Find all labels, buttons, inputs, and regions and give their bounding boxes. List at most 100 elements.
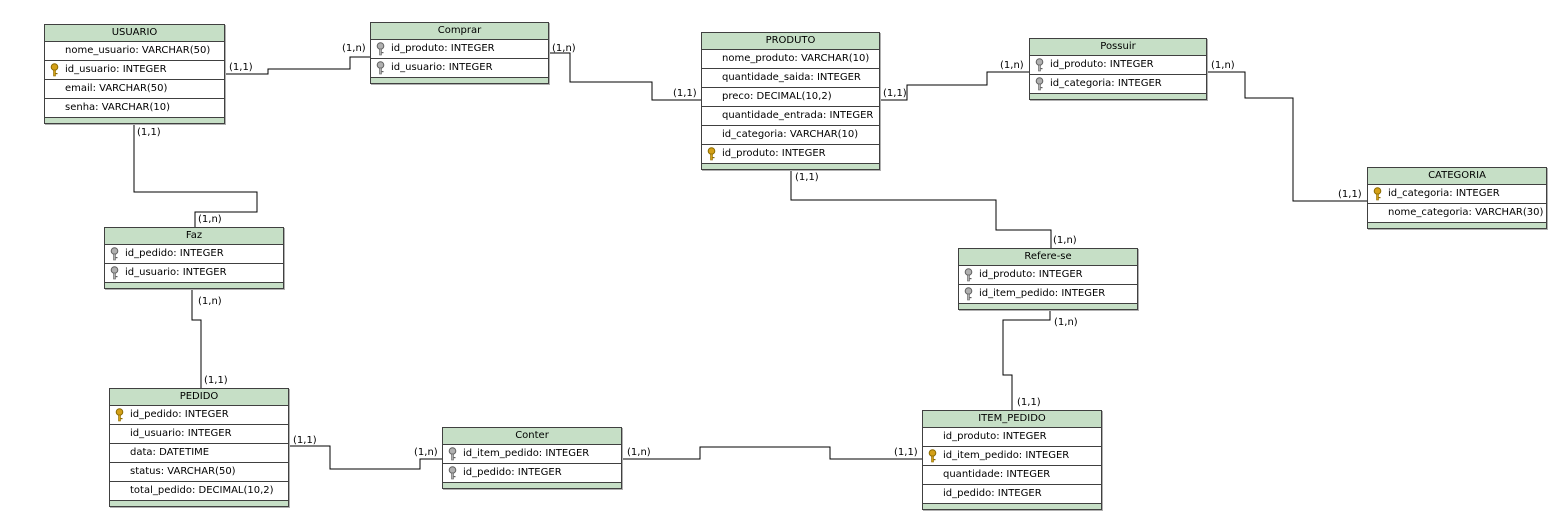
entity-footer — [45, 118, 224, 123]
cardinality-label: (1,1) — [883, 88, 907, 99]
cardinality-label: (1,n) — [1054, 317, 1078, 328]
entity-footer — [959, 304, 1137, 309]
cardinality-label: (1,n) — [198, 296, 222, 307]
attribute-row: id_categoria: VARCHAR(10) — [702, 126, 879, 145]
attribute-row: id_categoria: INTEGER — [1030, 75, 1206, 94]
entity-title: CATEGORIA — [1368, 168, 1546, 185]
attribute-row: id_produto: INTEGER — [371, 40, 548, 59]
entity-categoria[interactable]: CATEGORIA id_categoria: INTEGER nome_cat… — [1367, 167, 1547, 229]
attribute-row: id_pedido: INTEGER — [105, 245, 283, 264]
entity-footer — [702, 164, 879, 169]
cardinality-label: (1,n) — [414, 447, 438, 458]
cardinality-label: (1,1) — [229, 62, 253, 73]
entity-footer — [105, 283, 283, 288]
foreign-key-icon — [1035, 77, 1044, 91]
entity-footer — [923, 504, 1101, 509]
cardinality-label: (1,n) — [1053, 235, 1077, 246]
attribute-row: status: VARCHAR(50) — [110, 463, 288, 482]
entity-footer — [1368, 223, 1546, 228]
entity-footer — [371, 78, 548, 83]
attribute-row: id_usuario: INTEGER — [105, 264, 283, 283]
relation-title: Refere-se — [959, 249, 1137, 266]
attribute-row: id_produto: INTEGER — [923, 428, 1101, 447]
cardinality-label: (1,n) — [342, 43, 366, 54]
relation-conter[interactable]: Conter id_item_pedido: INTEGER id_pedido… — [442, 427, 622, 489]
attribute-row: preco: DECIMAL(10,2) — [702, 88, 879, 107]
primary-key-icon — [115, 408, 124, 422]
relation-title: Possuir — [1030, 39, 1206, 56]
line-usuario-faz — [133, 122, 258, 227]
attribute-row: quantidade_entrada: INTEGER — [702, 107, 879, 126]
foreign-key-icon — [110, 266, 119, 280]
entity-footer — [110, 501, 288, 506]
attribute-row: id_produto: INTEGER — [1030, 56, 1206, 75]
line-possuir-categoria — [1205, 71, 1367, 202]
cardinality-label: (1,1) — [293, 435, 317, 446]
relation-comprar[interactable]: Comprar id_produto: INTEGER id_usuario: … — [370, 22, 549, 84]
cardinality-label: (1,1) — [204, 375, 228, 386]
attribute-row: id_usuario: INTEGER — [45, 61, 224, 80]
attribute-row: nome_usuario: VARCHAR(50) — [45, 42, 224, 61]
primary-key-icon — [50, 63, 59, 77]
attribute-row: id_produto: INTEGER — [702, 145, 879, 164]
attribute-row: id_pedido: INTEGER — [443, 464, 621, 483]
relation-possuir[interactable]: Possuir id_produto: INTEGER id_categoria… — [1029, 38, 1207, 100]
entity-footer — [1030, 94, 1206, 99]
cardinality-label: (1,n) — [198, 214, 222, 225]
attribute-row: id_categoria: INTEGER — [1368, 185, 1546, 204]
attribute-row: email: VARCHAR(50) — [45, 80, 224, 99]
foreign-key-icon — [376, 61, 385, 75]
attribute-row: id_pedido: INTEGER — [110, 406, 288, 425]
cardinality-label: (1,n) — [1000, 60, 1024, 71]
attribute-row: id_item_pedido: INTEGER — [443, 445, 621, 464]
cardinality-label: (1,n) — [627, 447, 651, 458]
entity-produto[interactable]: PRODUTO nome_produto: VARCHAR(10) quanti… — [701, 32, 880, 170]
attribute-row: total_pedido: DECIMAL(10,2) — [110, 482, 288, 501]
foreign-key-icon — [1035, 58, 1044, 72]
attribute-row: id_produto: INTEGER — [959, 266, 1137, 285]
relation-faz[interactable]: Faz id_pedido: INTEGER id_usuario: INTEG… — [104, 227, 284, 289]
attribute-row: id_item_pedido: INTEGER — [959, 285, 1137, 304]
line-usuario-comprar — [223, 56, 370, 75]
attribute-row: senha: VARCHAR(10) — [45, 99, 224, 118]
cardinality-label: (1,1) — [1338, 189, 1362, 200]
foreign-key-icon — [376, 42, 385, 56]
attribute-row: nome_produto: VARCHAR(10) — [702, 50, 879, 69]
attribute-row: id_item_pedido: INTEGER — [923, 447, 1101, 466]
attribute-row: id_pedido: INTEGER — [923, 485, 1101, 504]
foreign-key-icon — [110, 247, 119, 261]
line-faz-pedido — [191, 290, 202, 388]
line-produto-possuir — [878, 71, 1029, 101]
foreign-key-icon — [964, 268, 973, 282]
entity-pedido[interactable]: PEDIDO id_pedido: INTEGER id_usuario: IN… — [109, 388, 289, 507]
foreign-key-icon — [448, 447, 457, 461]
relation-title: Faz — [105, 228, 283, 245]
line-pedido-conter — [287, 445, 442, 470]
primary-key-icon — [928, 449, 937, 463]
entity-usuario[interactable]: USUARIO nome_usuario: VARCHAR(50) id_usu… — [44, 24, 225, 124]
line-referese-item — [1002, 310, 1051, 410]
line-produto-referese — [790, 166, 1052, 248]
attribute-row: data: DATETIME — [110, 444, 288, 463]
attribute-row: nome_categoria: VARCHAR(30) — [1368, 204, 1546, 223]
attribute-row: id_usuario: INTEGER — [371, 59, 548, 78]
line-comprar-produto — [547, 52, 701, 101]
entity-title: ITEM_PEDIDO — [923, 411, 1101, 428]
cardinality-label: (1,1) — [1017, 397, 1041, 408]
attribute-row: quantidade_saida: INTEGER — [702, 69, 879, 88]
primary-key-icon — [1373, 187, 1382, 201]
relation-title: Comprar — [371, 23, 548, 40]
foreign-key-icon — [448, 466, 457, 480]
attribute-row: id_usuario: INTEGER — [110, 425, 288, 444]
entity-title: PEDIDO — [110, 389, 288, 406]
line-conter-item — [620, 446, 922, 460]
primary-key-icon — [707, 147, 716, 161]
entity-title: USUARIO — [45, 25, 224, 42]
cardinality-label: (1,n) — [552, 43, 576, 54]
relation-title: Conter — [443, 428, 621, 445]
attribute-row: quantidade: INTEGER — [923, 466, 1101, 485]
relation-refere-se[interactable]: Refere-se id_produto: INTEGER id_item_pe… — [958, 248, 1138, 310]
cardinality-label: (1,1) — [673, 88, 697, 99]
entity-item-pedido[interactable]: ITEM_PEDIDO id_produto: INTEGER id_item_… — [922, 410, 1102, 510]
